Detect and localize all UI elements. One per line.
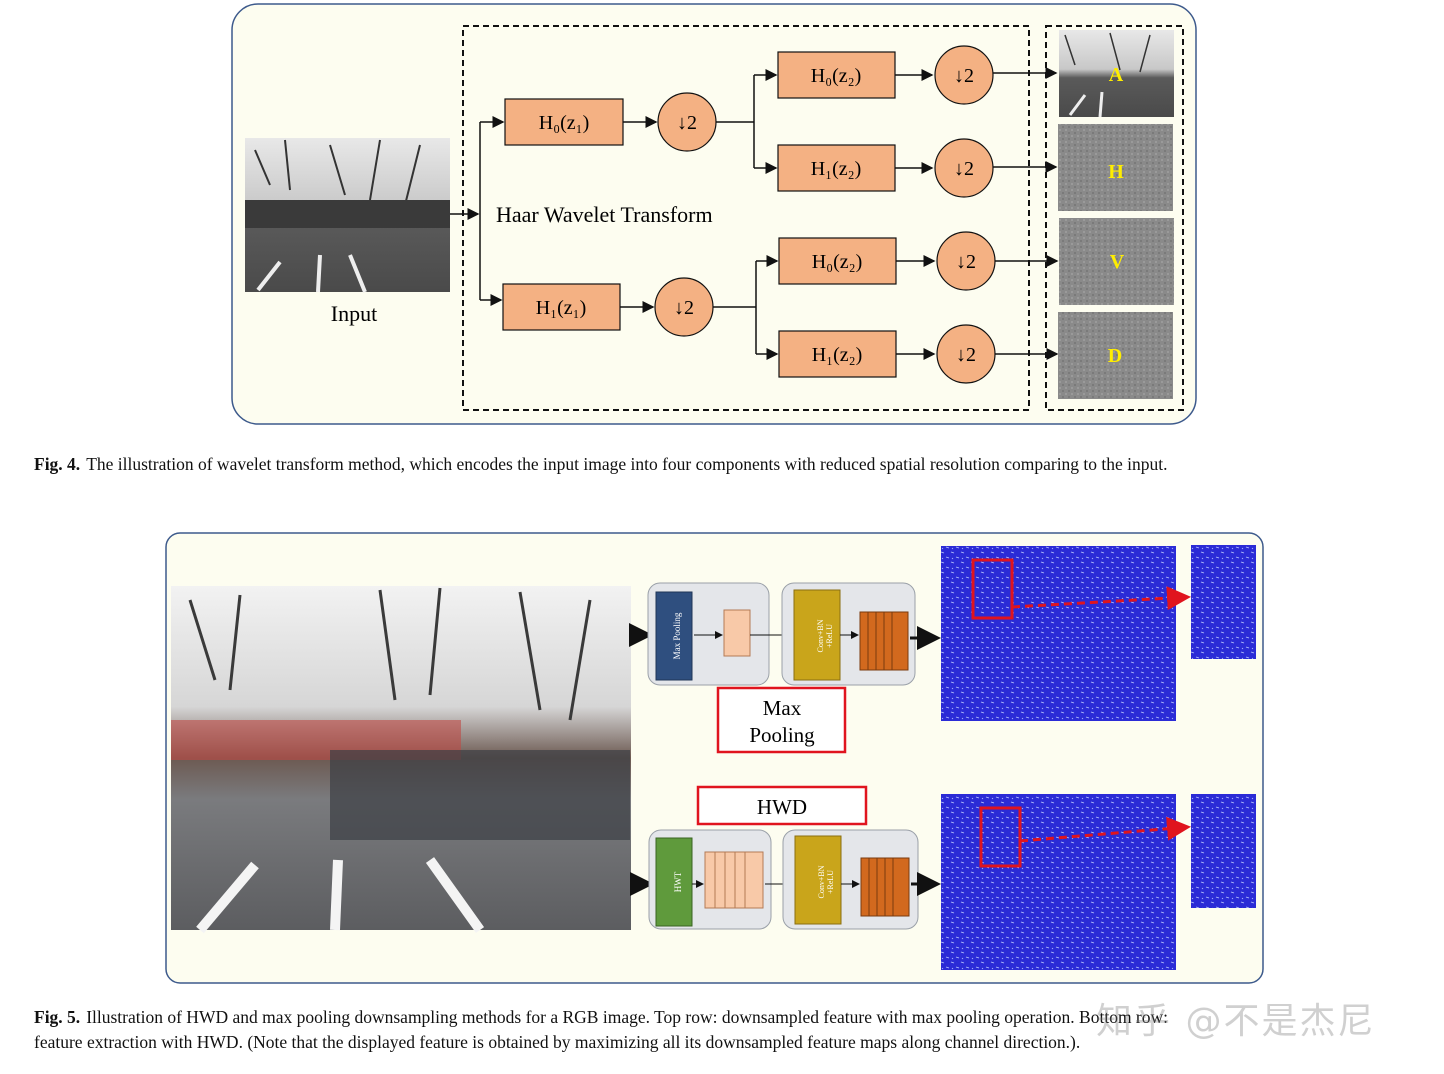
filter-h0-z2-b — [778, 237, 897, 285]
downsample-1b-label: ↓2 — [674, 297, 694, 319]
maxpool-label-line1: Max — [763, 696, 802, 720]
hwd-roi — [979, 806, 1022, 868]
hwd-zoom — [1191, 794, 1256, 908]
fig5-caption: Fig. 5.Illustration of HWD and max pooli… — [34, 1005, 1168, 1055]
conv-output-top — [859, 611, 909, 671]
downsample-1a-label: ↓2 — [677, 112, 697, 134]
conv-output-bottom — [860, 857, 910, 917]
filter-h0-z2-a-label: H₀(z₂) — [811, 65, 862, 87]
hwt-block-label: HWT — [673, 871, 683, 892]
haar-frame — [462, 25, 1030, 411]
downsample-2b — [934, 138, 994, 198]
maxpool-output-block — [723, 609, 751, 657]
filter-h1-z2-a-label: H₁(z₂) — [811, 158, 862, 180]
filter-h0-z2-a — [777, 51, 896, 99]
hwt-block — [655, 837, 693, 927]
hwd-feature-map — [941, 794, 1176, 970]
downsample-2d-label: ↓2 — [956, 344, 976, 366]
downsample-2c-label: ↓2 — [956, 251, 976, 273]
maxpool-roi — [971, 558, 1014, 620]
filter-h0-z1 — [504, 98, 624, 146]
fig5-diagram: Max Pooling Conv+BN +ReLU Max Pooling HW… — [165, 532, 1264, 984]
conv-block-top-label1: Conv+BN — [816, 619, 825, 652]
output-v-image — [1059, 218, 1174, 305]
rgb-photo — [171, 586, 631, 934]
filter-h1-z2-a — [777, 144, 896, 192]
filter-h1-z1-label: H₁(z₁) — [536, 297, 587, 319]
maxpool-block-label: Max Pooling — [672, 612, 682, 659]
fig4-diagram: Input Haar Wavelet Transform H₀(z₁) ↓2 H… — [231, 3, 1197, 425]
conv-block-top-label2: +ReLU — [825, 624, 834, 648]
fig4-caption: Fig. 4.The illustration of wavelet trans… — [34, 452, 1168, 477]
output-h-image — [1058, 124, 1173, 211]
fig5-caption-line1-row: Fig. 5.Illustration of HWD and max pooli… — [34, 1005, 1168, 1030]
input-photo — [245, 138, 450, 293]
output-h-label: H — [1108, 161, 1124, 183]
fig5-caption-line1: Illustration of HWD and max pooling down… — [86, 1007, 1169, 1027]
fig5-caption-line2: feature extraction with HWD. (Note that … — [34, 1032, 1081, 1052]
fig5-caption-label: Fig. 5. — [34, 1007, 81, 1027]
filter-h1-z2-b-label: H₁(z₂) — [812, 344, 863, 366]
maxpool-zoom — [1191, 545, 1256, 659]
output-d-image — [1058, 312, 1173, 399]
filter-h0-z1-label: H₀(z₁) — [539, 112, 590, 134]
downsample-2a — [934, 45, 994, 105]
conv-block-bottom — [794, 835, 842, 925]
filter-h0-z2-b-label: H₀(z₂) — [812, 251, 863, 273]
output-a-label: A — [1109, 64, 1124, 86]
watermark: 知乎 @不是杰尼 — [1096, 1001, 1376, 1042]
fig4-caption-text: The illustration of wavelet transform me… — [86, 454, 1168, 474]
output-d-label: D — [1108, 345, 1122, 367]
output-v-label: V — [1110, 251, 1125, 273]
maxpool-feature-map — [941, 546, 1176, 721]
maxpool-label-line2: Pooling — [749, 723, 815, 747]
conv-block-bottom-label2: +ReLU — [826, 870, 835, 894]
downsample-2a-label: ↓2 — [954, 65, 974, 87]
fig4-caption-label: Fig. 4. — [34, 454, 81, 474]
hwt-output-blocks — [704, 851, 764, 909]
maxpool-block — [655, 591, 693, 681]
haar-label: Haar Wavelet Transform — [496, 202, 713, 227]
conv-block-top — [793, 589, 841, 681]
hwd-label-box — [696, 785, 868, 826]
input-label: Input — [331, 301, 377, 326]
conv-block-bottom-label1: Conv+BN — [817, 865, 826, 898]
hwd-label: HWD — [757, 795, 807, 819]
maxpool-label-box — [716, 686, 847, 754]
downsample-2b-label: ↓2 — [954, 158, 974, 180]
outputs-frame — [1045, 25, 1184, 411]
output-a-image — [1059, 30, 1174, 118]
fig4-panel — [231, 3, 1197, 425]
